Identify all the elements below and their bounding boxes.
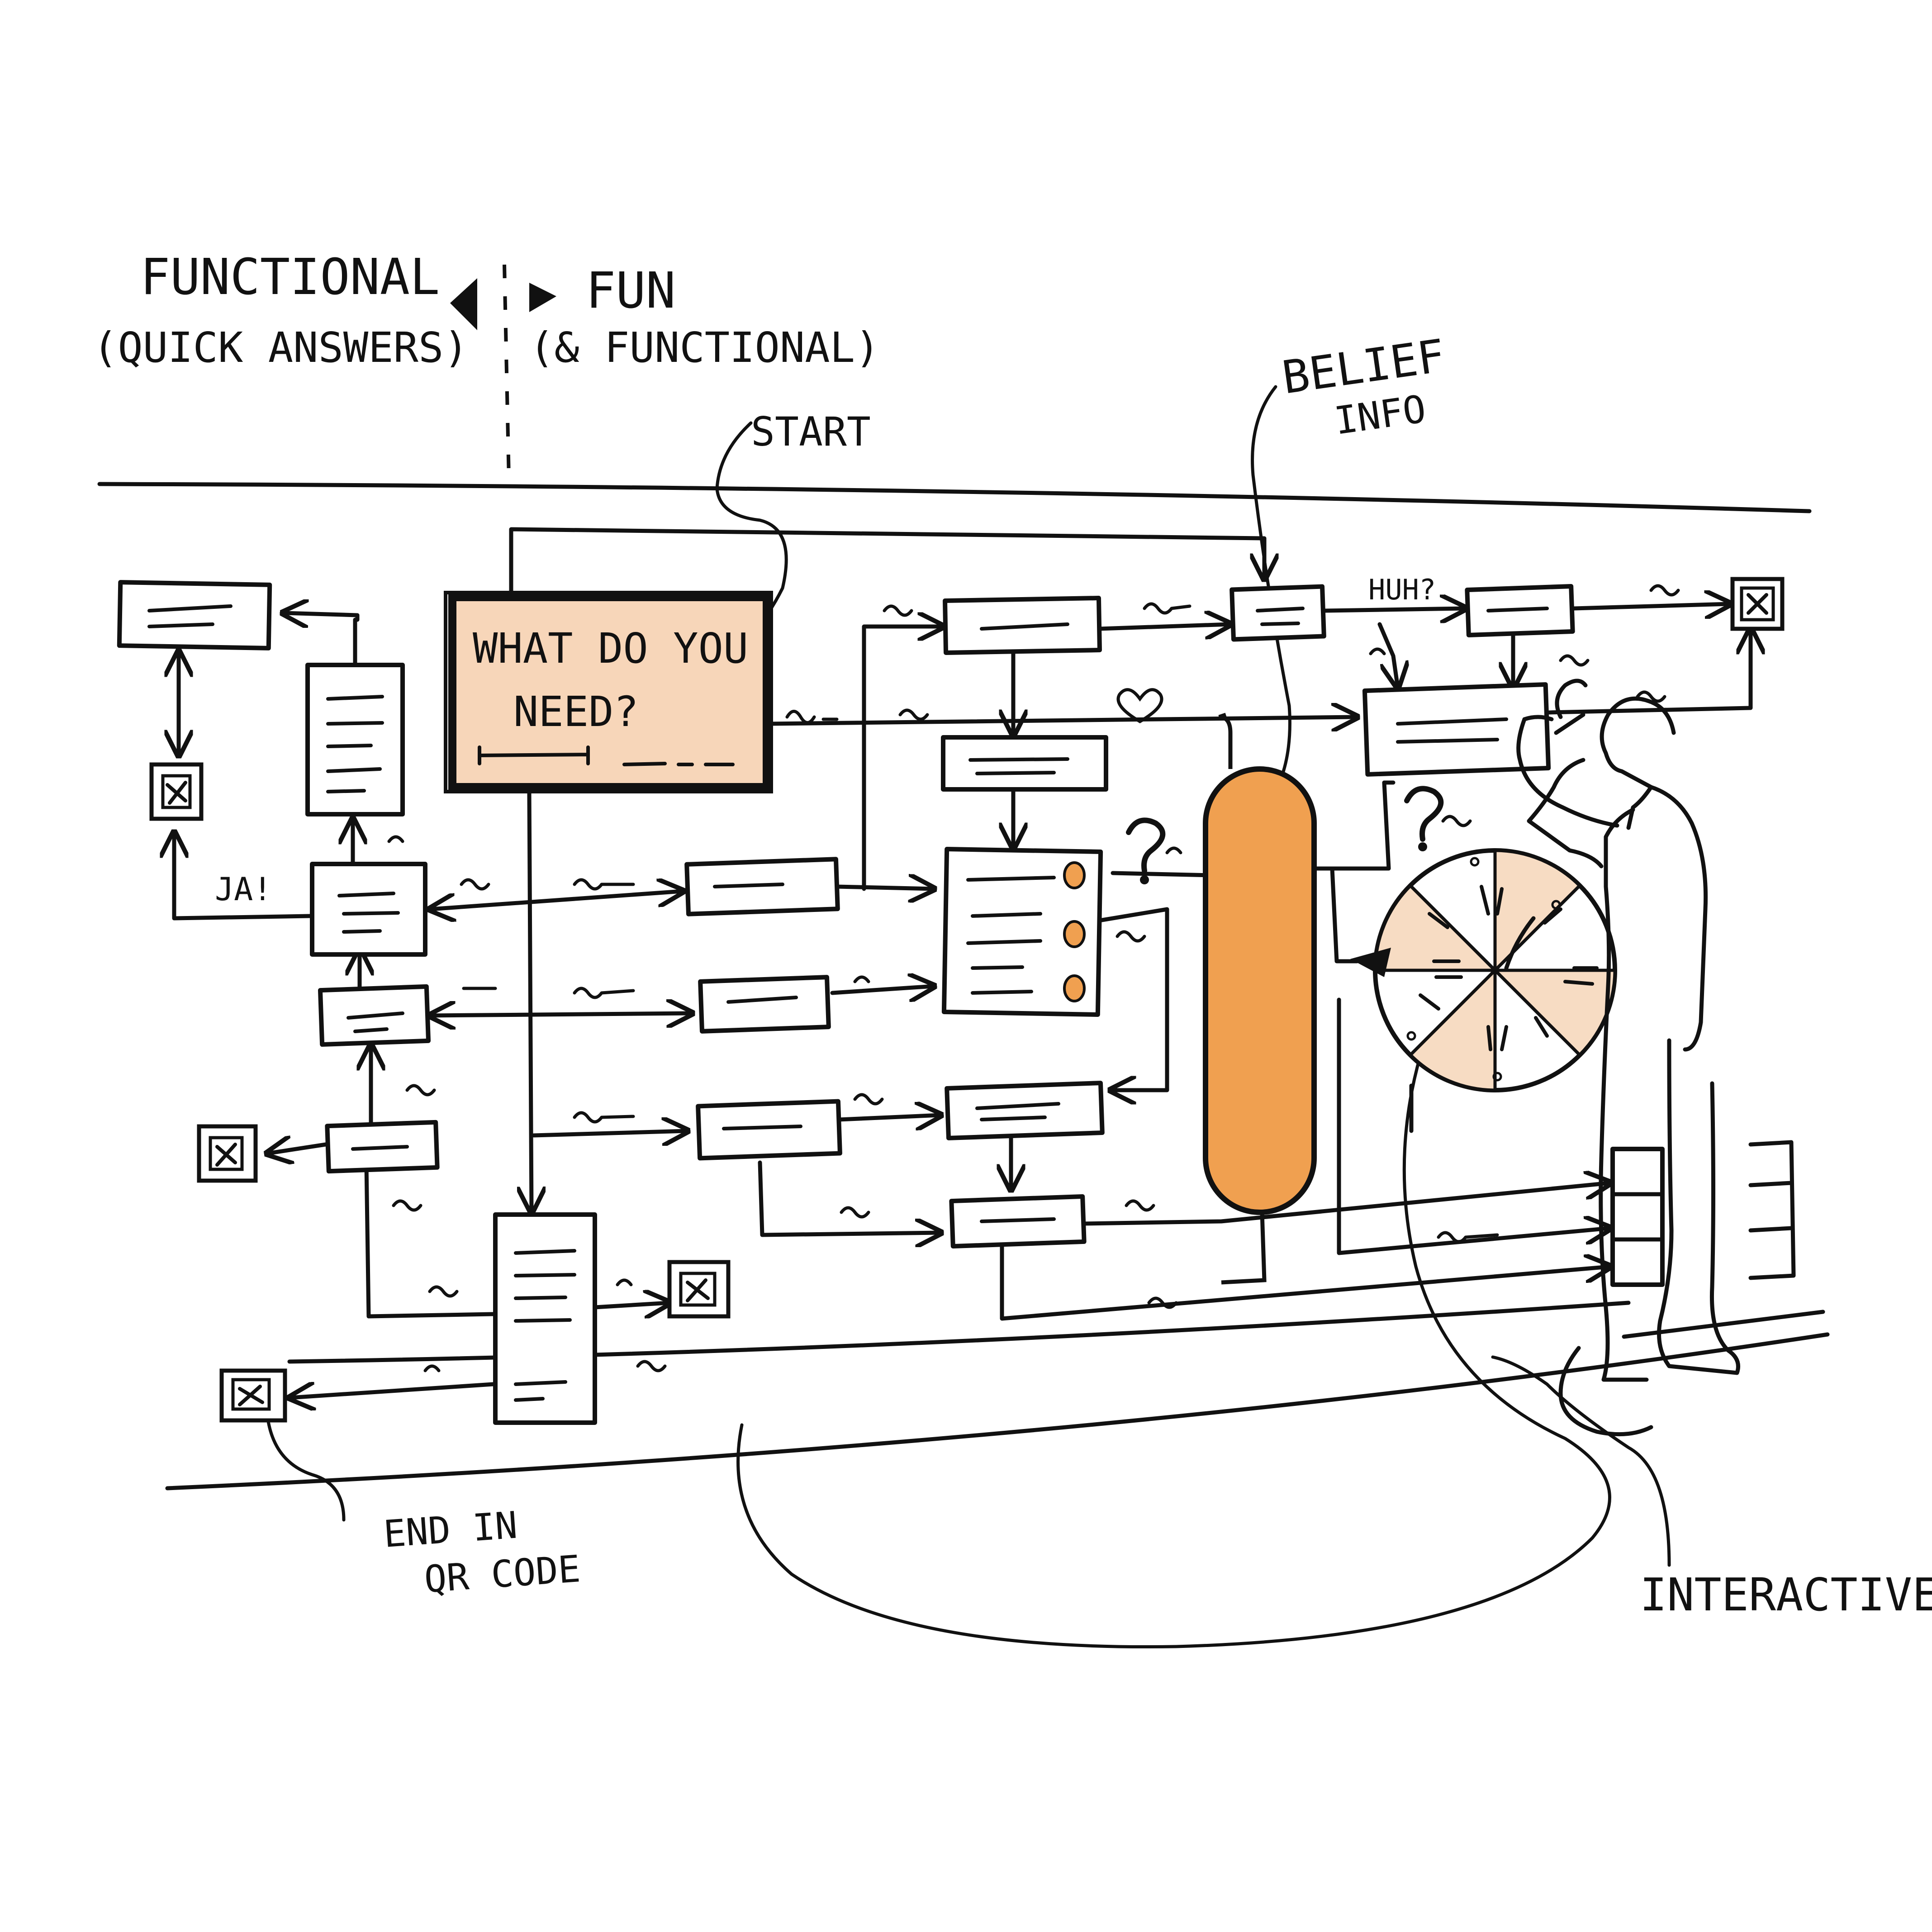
qr-code-icon[interactable] [219, 1368, 287, 1423]
divider-dashed [503, 264, 511, 480]
flow-box[interactable] [684, 857, 840, 916]
start-box-line1: WHAT DO YOU [473, 624, 748, 673]
huh-label: HUH? [1368, 573, 1436, 606]
flow-box[interactable] [1465, 584, 1575, 637]
fun-sub-label: (& FUNCTIONAL) [529, 323, 880, 372]
functional-sub-label: (QUICK ANSWERS) [93, 323, 469, 372]
flow-box[interactable] [696, 1099, 842, 1161]
interactive-label: INTERACTIVE [1640, 1568, 1932, 1621]
start-box-scribble [478, 745, 735, 766]
option-dot[interactable] [1063, 920, 1086, 948]
flow-box[interactable] [117, 580, 272, 650]
qr-codes [149, 577, 1785, 1423]
capsule-belief-info[interactable] [1203, 712, 1317, 1285]
start-label: START [751, 408, 871, 455]
end-label-line1: END IN [382, 1504, 519, 1556]
right-boxes [1229, 584, 1796, 1287]
flow-box[interactable] [945, 1081, 1105, 1140]
spinning-wheel[interactable] [1350, 848, 1617, 1092]
board-outline [97, 482, 1830, 1491]
flow-box[interactable] [1362, 682, 1551, 777]
doc-box[interactable] [493, 1212, 597, 1425]
start-box[interactable]: WHAT DO YOU NEED? [444, 591, 773, 793]
wheel-pointer-icon [1350, 948, 1391, 977]
flow-box[interactable] [949, 1194, 1087, 1249]
option-dot[interactable] [1063, 861, 1086, 889]
flow-box[interactable] [698, 975, 831, 1034]
middle-boxes [493, 596, 1108, 1425]
start-box-line2: NEED? [513, 688, 639, 736]
question-mark-icon [1126, 817, 1182, 884]
left-boxes [117, 580, 440, 1174]
interactive-leader [1491, 1355, 1671, 1567]
flow-box[interactable] [941, 735, 1108, 792]
interactive-cable-loop [736, 975, 1611, 1649]
heart-icon [1116, 688, 1163, 724]
right-triangle-icon [529, 283, 556, 312]
person-figure [1409, 679, 1740, 1437]
right-stack [1610, 1140, 1796, 1287]
connectors [174, 527, 1751, 1398]
flow-box[interactable] [325, 1120, 440, 1174]
flow-box[interactable] [318, 984, 431, 1047]
flow-box[interactable] [310, 862, 427, 957]
flow-box[interactable] [1229, 584, 1326, 642]
list-box[interactable] [941, 847, 1103, 1017]
qr-code-icon[interactable] [667, 1260, 731, 1319]
qr-code-icon[interactable] [1730, 577, 1785, 631]
fun-label: FUN [586, 261, 676, 319]
option-dot[interactable] [1063, 974, 1086, 1002]
squiggle-notes [387, 584, 1680, 1372]
end-leader [265, 1410, 346, 1522]
doc-box[interactable] [305, 663, 405, 816]
functional-label: FUNCTIONAL [140, 248, 440, 306]
left-triangle-icon [450, 278, 477, 330]
header-labels: FUNCTIONAL (QUICK ANSWERS) FUN (& FUNCTI… [93, 248, 880, 480]
qr-code-icon[interactable] [197, 1124, 258, 1183]
flow-box[interactable] [943, 596, 1102, 655]
qr-code-icon[interactable] [149, 762, 204, 821]
end-label-line2: QR CODE [423, 1547, 582, 1601]
question-mark-icon [1404, 786, 1472, 851]
ja-label: JA! [215, 871, 272, 908]
